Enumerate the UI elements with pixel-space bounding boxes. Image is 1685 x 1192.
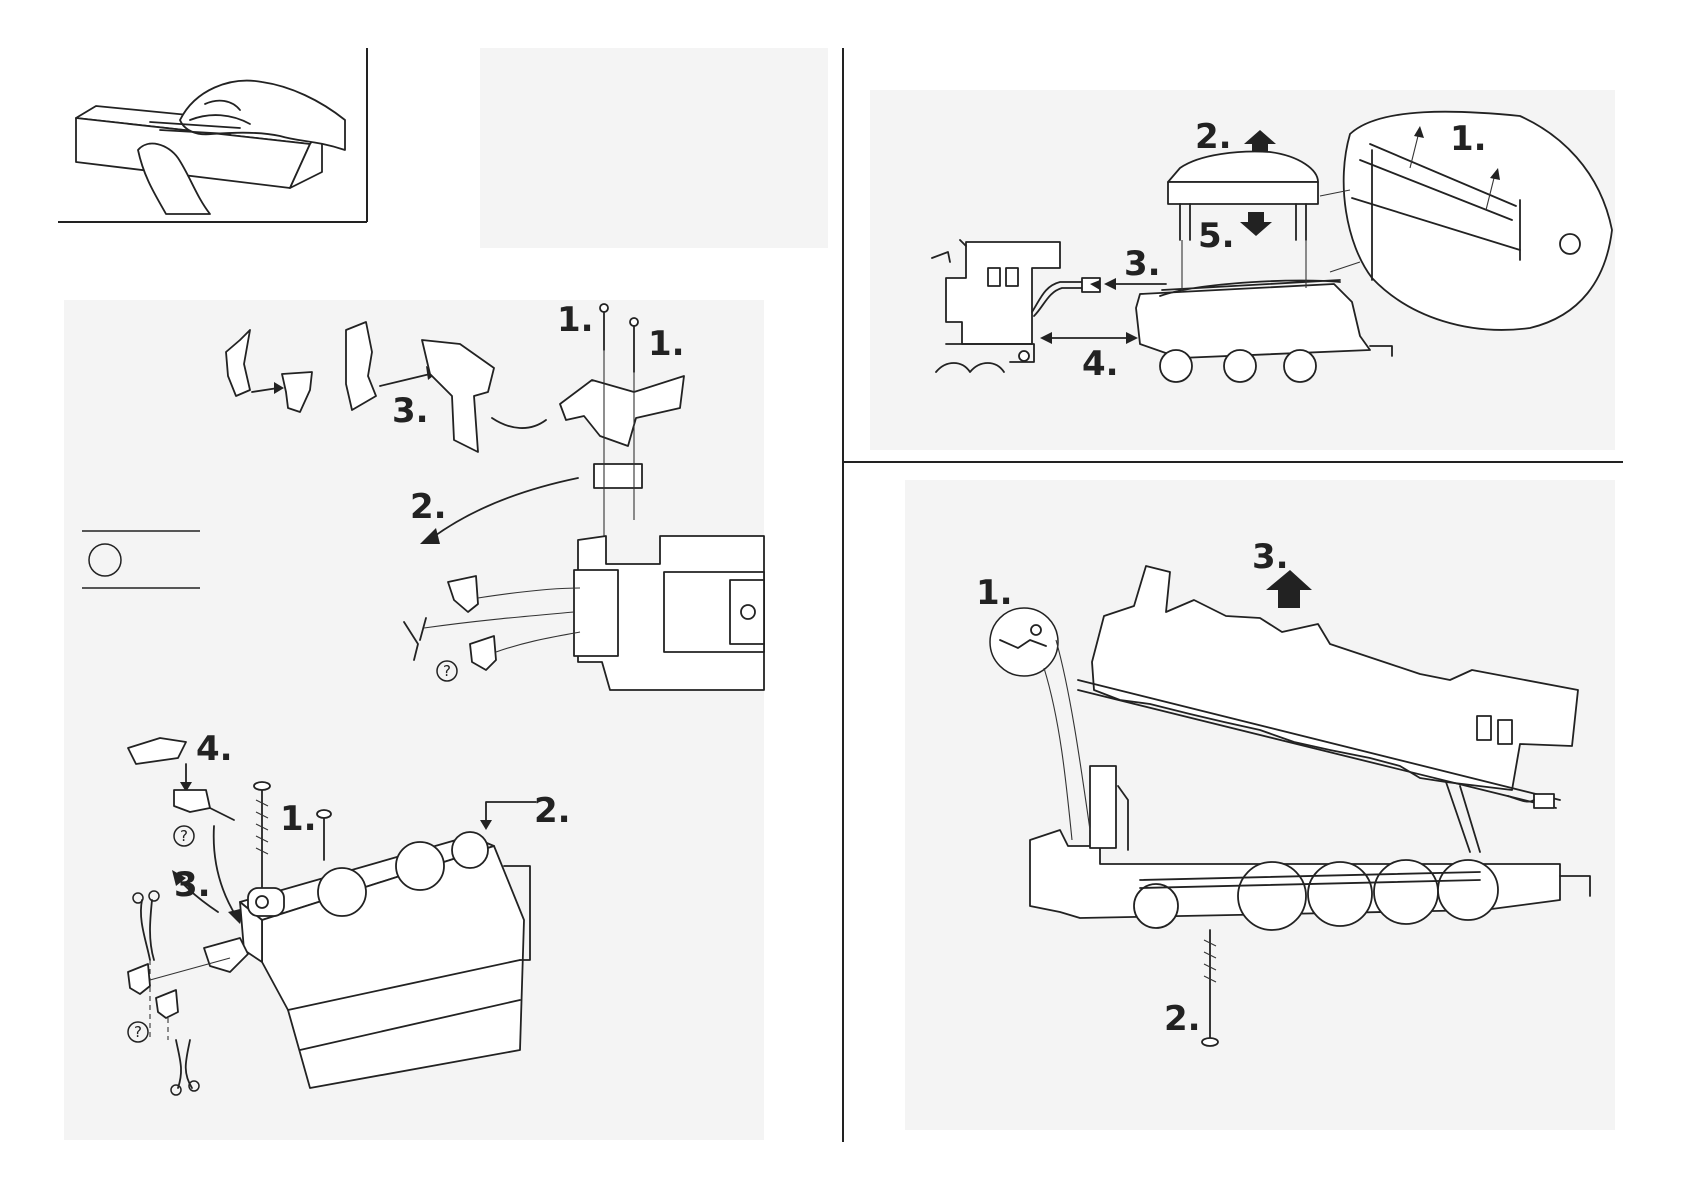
- step-label: 4.: [1082, 344, 1119, 384]
- svg-text:?: ?: [443, 662, 451, 680]
- svg-text:?: ?: [134, 1023, 142, 1041]
- step-label: 1.: [648, 324, 685, 364]
- svg-text:?: ?: [180, 827, 188, 845]
- case-handling-illustration: [76, 81, 345, 214]
- step-label: 3.: [1124, 244, 1161, 284]
- step-label: 1.: [280, 799, 317, 839]
- step-label: 3.: [1252, 537, 1289, 577]
- step-label: 5.: [1198, 216, 1235, 256]
- step-label: 3.: [174, 865, 211, 905]
- step-label: 4.: [196, 729, 233, 769]
- tender-icon: [574, 536, 764, 690]
- step-label: 2.: [1164, 999, 1201, 1039]
- step-label: 2.: [534, 791, 571, 831]
- step-label: 1.: [976, 573, 1013, 613]
- step-label: 2.: [1195, 117, 1232, 157]
- step-label: 2.: [410, 487, 447, 527]
- step-label: 1.: [557, 300, 594, 340]
- step-label: 1.: [1450, 119, 1487, 159]
- step-label: 3.: [392, 391, 429, 431]
